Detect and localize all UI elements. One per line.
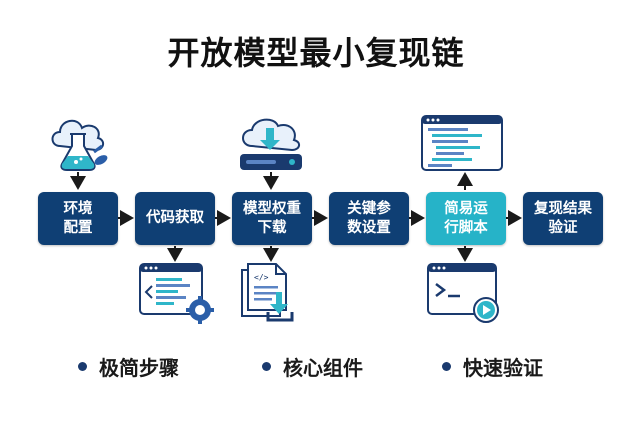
step-weights-download: 模型权重下载 [232, 192, 312, 245]
step-verify-results: 复现结果验证 [523, 192, 603, 245]
page-title: 开放模型最小复现链 [167, 34, 465, 72]
step-env-config: 环境配置 [38, 192, 118, 245]
step-3-label-line1: 模型权重 [243, 200, 301, 217]
bullet-dot [262, 362, 271, 371]
step-1-label-line2: 配置 [63, 219, 93, 236]
terminal-play-icon [427, 263, 499, 323]
step-5-label-line2: 行脚本 [444, 219, 488, 236]
step-6-label-line1: 复现结果 [534, 200, 592, 217]
step-run-script: 简易运行脚本 [426, 192, 506, 245]
step-4-label-line1: 关键参 [347, 200, 391, 217]
step-code-fetch: 代码获取 [135, 192, 215, 245]
step-key-params: 关键参数设置 [329, 192, 409, 245]
cloud-flask-icon [51, 119, 108, 171]
step-6-label-line2: 验证 [548, 219, 578, 236]
step-4-label-line2: 数设置 [347, 219, 391, 236]
step-2-label-line1: 代码获取 [146, 210, 204, 226]
bullet-dot [78, 362, 87, 371]
code-window-gear-icon [139, 263, 214, 324]
step-5-label-line1: 简易运 [444, 200, 488, 217]
step-1-label-line1: 环境 [63, 200, 93, 217]
bullet-label: 极简步骤 [99, 356, 179, 380]
bullet-quick-verify: 快速验证 [442, 352, 543, 381]
document-download-icon: </> [241, 263, 294, 322]
code-editor-icon [421, 115, 503, 171]
bullet-dot [442, 362, 451, 371]
svg-text:</>: </> [254, 273, 269, 282]
bullet-label: 核心组件 [283, 356, 363, 380]
step-3-label-line2: 下载 [257, 219, 287, 236]
bullet-core-components: 核心组件 [262, 352, 363, 381]
bullet-label: 快速验证 [463, 356, 543, 380]
cloud-download-icon [240, 118, 302, 170]
bullet-minimal-steps: 极简步骤 [78, 352, 179, 381]
